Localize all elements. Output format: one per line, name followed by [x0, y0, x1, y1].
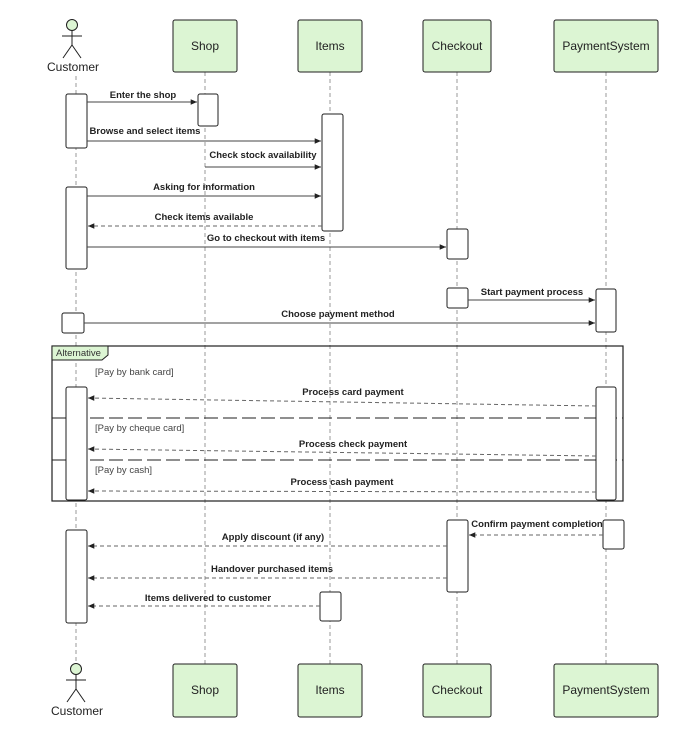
- actor-leg-right: [75, 688, 86, 703]
- participant-box: [297, 19, 363, 73]
- message-label-12: Confirm payment completion: [471, 519, 603, 530]
- activation-checkout-1: [446, 228, 469, 260]
- participant-checkout-top: Checkout: [422, 19, 492, 73]
- participant-box: [422, 19, 492, 73]
- alt-frame: [51, 345, 624, 502]
- actor-customer-label-top: Customer: [47, 60, 99, 74]
- participant-payment-system-label-bottom: PaymentSystem: [562, 683, 649, 697]
- message-label-8: Choose payment method: [281, 309, 395, 320]
- message-label-1: Enter the shop: [110, 90, 177, 101]
- message-label-15: Items delivered to customer: [145, 593, 271, 604]
- participant-shop-label-bottom: Shop: [191, 683, 219, 697]
- participant-box: [553, 663, 659, 718]
- activation-customer-1: [65, 93, 88, 149]
- message-label-9: Process card payment: [302, 387, 404, 398]
- activation-payment-2: [595, 386, 617, 501]
- participant-items-label-top: Items: [315, 39, 344, 53]
- activation-shop-1: [197, 93, 219, 127]
- guard-cheque-card: [Pay by cheque card]: [95, 423, 184, 434]
- message-label-7: Start payment process: [481, 287, 583, 298]
- actor-leg-right: [71, 44, 82, 59]
- activation-payment-3: [602, 519, 625, 550]
- participant-box: [422, 663, 492, 718]
- participant-box: [553, 19, 659, 73]
- alt-tab: [51, 345, 109, 361]
- activation-customer-4: [65, 386, 88, 501]
- alt-fragment: Alternative [Pay by bank card] [Pay by c…: [51, 345, 624, 502]
- participant-shop-top: Shop: [172, 19, 238, 73]
- message-label-4: Asking for information: [153, 182, 255, 193]
- actor-head: [66, 19, 78, 31]
- activation-items-1: [321, 113, 344, 232]
- actor-leg-left: [66, 688, 77, 703]
- participant-shop-bottom: Shop: [172, 663, 238, 718]
- actor-customer-label-bottom: Customer: [51, 704, 103, 718]
- participant-box: [172, 663, 238, 718]
- activation-payment-1: [595, 288, 617, 333]
- participant-checkout-label-top: Checkout: [432, 39, 483, 53]
- activation-customer-5: [65, 529, 88, 624]
- activation-customer-3: [61, 312, 85, 334]
- participant-checkout-bottom: Checkout: [422, 663, 492, 718]
- message-label-10: Process check payment: [299, 439, 408, 450]
- actor-head: [70, 663, 82, 675]
- message-label-13: Apply discount (if any): [222, 532, 324, 543]
- message-label-6: Go to checkout with items: [207, 233, 325, 244]
- message-arrow-10: [87, 446, 597, 457]
- guard-bank-card: [Pay by bank card]: [95, 367, 174, 378]
- message-label-11: Process cash payment: [291, 477, 395, 488]
- message-label-5: Check items available: [155, 212, 254, 223]
- message-arrow-9: [87, 395, 597, 407]
- actor-customer-bottom: Customer: [51, 663, 103, 718]
- message-label-2: Browse and select items: [90, 126, 201, 137]
- activation-customer-2: [65, 186, 88, 270]
- participant-items-label-bottom: Items: [315, 683, 344, 697]
- message-arrow-11: [87, 488, 597, 494]
- participant-items-bottom: Items: [297, 663, 363, 718]
- message-label-14: Handover purchased items: [211, 564, 333, 575]
- participant-items-top: Items: [297, 19, 363, 73]
- participant-payment-system-top: PaymentSystem: [553, 19, 659, 73]
- alt-label: Alternative: [56, 348, 101, 359]
- message-label-3: Check stock availability: [209, 150, 317, 161]
- participant-payment-system-bottom: PaymentSystem: [553, 663, 659, 718]
- actor-customer-top: Customer: [47, 19, 99, 74]
- participant-payment-system-label-top: PaymentSystem: [562, 39, 649, 53]
- activation-items-2: [319, 591, 342, 622]
- guard-cash: [Pay by cash]: [95, 465, 152, 476]
- participant-shop-label-top: Shop: [191, 39, 219, 53]
- activation-checkout-3: [446, 519, 469, 593]
- participant-checkout-label-bottom: Checkout: [432, 683, 483, 697]
- activation-checkout-2: [446, 287, 469, 309]
- actor-leg-left: [62, 44, 73, 59]
- participant-box: [297, 663, 363, 718]
- participant-box: [172, 19, 238, 73]
